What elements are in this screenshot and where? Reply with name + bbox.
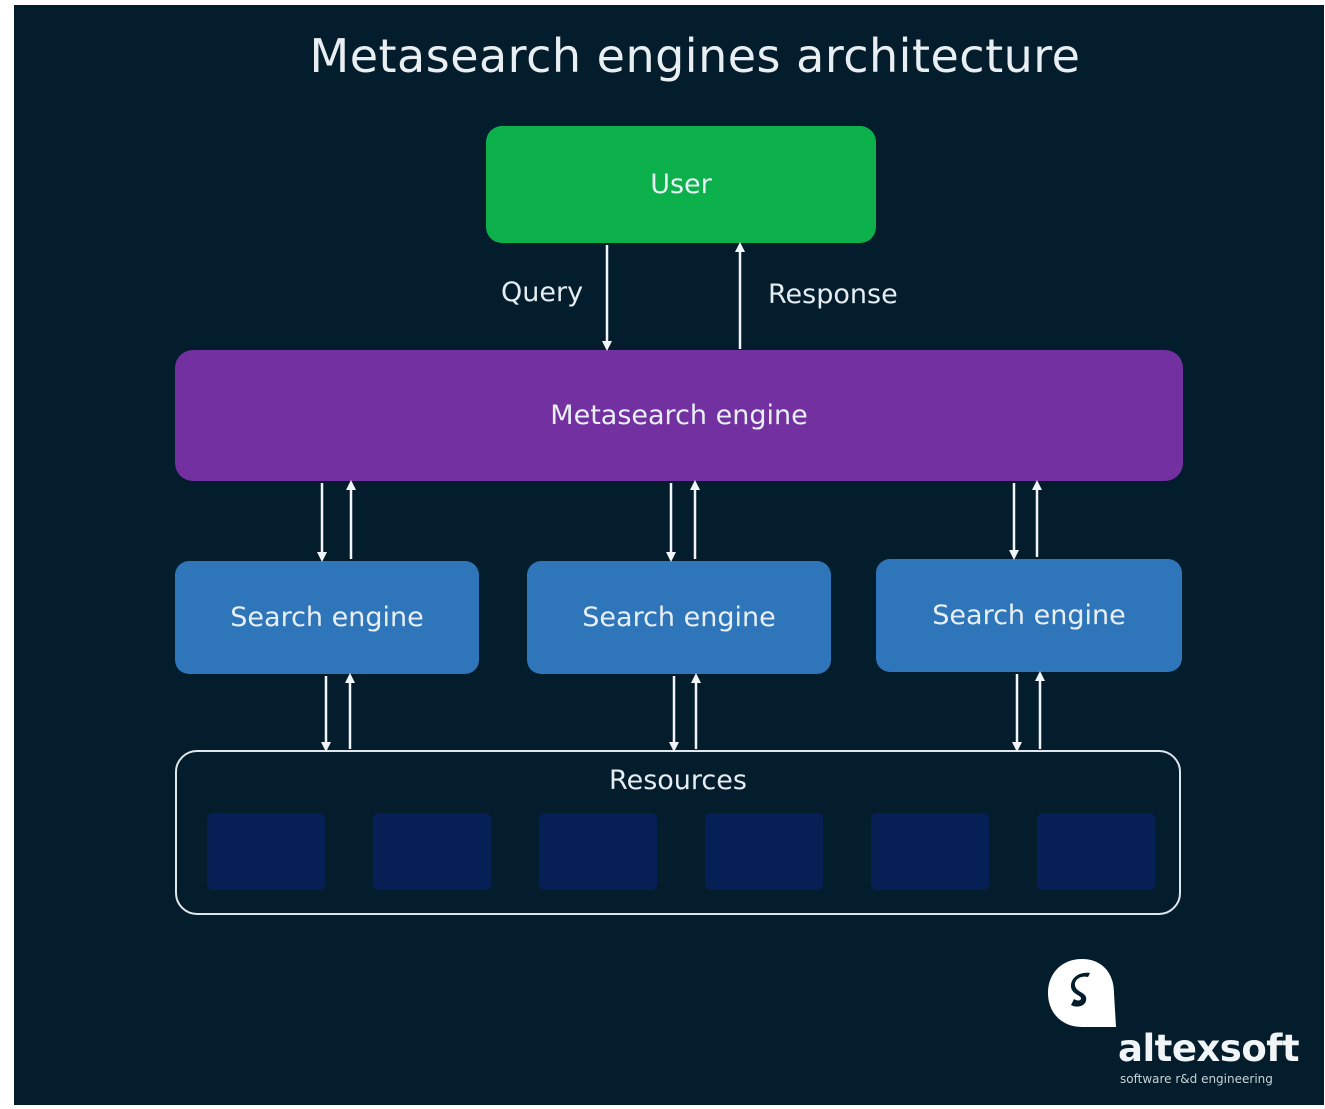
search-engine-label-3: Search engine	[932, 600, 1126, 631]
search-engine-node-3: Search engine	[876, 559, 1182, 672]
diagram-canvas: Metasearch engines architecture User Que…	[14, 5, 1324, 1105]
resource-block	[705, 813, 823, 890]
altexsoft-logo-tagline: software r&d engineering	[1120, 1072, 1273, 1086]
query-label: Query	[501, 277, 584, 308]
flow-arrows	[317, 242, 1045, 752]
search-engine-node-2: Search engine	[527, 561, 831, 674]
resource-block	[1037, 813, 1155, 890]
metasearch-engine-node: Metasearch engine	[175, 350, 1183, 481]
metasearch-engine-label: Metasearch engine	[550, 400, 808, 431]
search-engine-label-2: Search engine	[582, 602, 776, 633]
resource-block	[207, 813, 325, 890]
user-node: User	[486, 126, 876, 243]
resources-label: Resources	[609, 765, 747, 796]
resource-block	[871, 813, 989, 890]
response-label: Response	[768, 279, 898, 310]
search-engine-node-1: Search engine	[175, 561, 479, 674]
resource-block	[373, 813, 491, 890]
search-engine-label-1: Search engine	[230, 602, 424, 633]
resource-block	[539, 813, 657, 890]
altexsoft-logo: altexsoft software r&d engineering	[1042, 955, 1322, 1095]
user-node-label: User	[650, 169, 712, 200]
altexsoft-logo-icon	[1048, 959, 1116, 1027]
diagram-title: Metasearch engines architecture	[309, 29, 1081, 83]
altexsoft-logo-name: altexsoft	[1118, 1027, 1300, 1070]
